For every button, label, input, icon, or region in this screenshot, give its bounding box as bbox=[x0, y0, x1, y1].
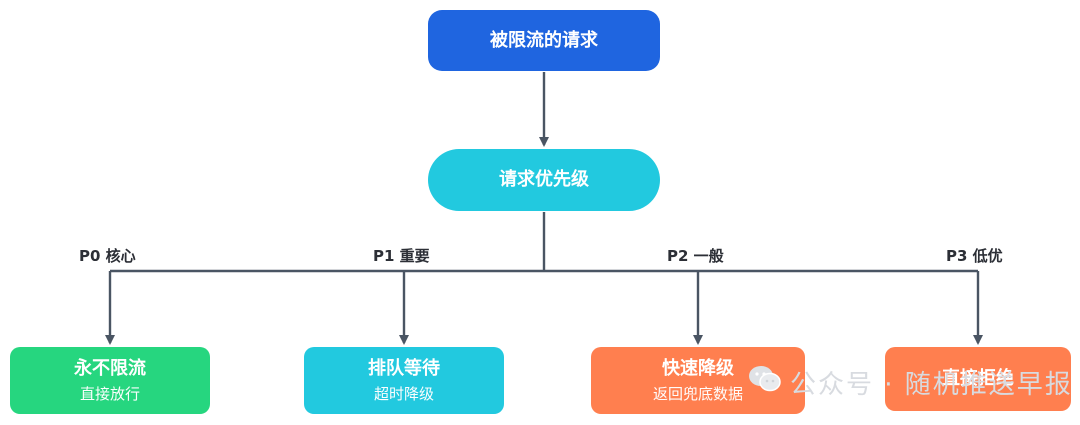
wechat-icon bbox=[748, 364, 782, 401]
priority-node: 请求优先级 bbox=[428, 149, 660, 211]
node-p0-subtitle: 直接放行 bbox=[79, 384, 140, 403]
node-p1-title: 排队等待 bbox=[368, 357, 440, 379]
node-p0-title: 永不限流 bbox=[74, 357, 146, 379]
node-p3-reject: 直接拒绝 bbox=[885, 347, 1071, 411]
priority-node-label: 请求优先级 bbox=[499, 169, 589, 190]
edge-label-p0: P0 核心 bbox=[79, 247, 136, 265]
root-node: 被限流的请求 bbox=[428, 10, 660, 71]
node-p2-subtitle: 返回兜底数据 bbox=[652, 384, 743, 403]
node-p0-no-limit: 永不限流 直接放行 bbox=[10, 347, 210, 414]
root-node-label: 被限流的请求 bbox=[490, 29, 598, 51]
node-p3-title: 直接拒绝 bbox=[942, 368, 1014, 389]
edge-label-p2: P2 一般 bbox=[667, 247, 724, 265]
watermark: 公众号 · 随机推送早报 bbox=[748, 364, 1073, 400]
node-p1-subtitle: 超时降级 bbox=[373, 384, 434, 403]
watermark-text: 公众号 · 随机推送早报 bbox=[790, 369, 1073, 400]
edge-label-p3: P3 低优 bbox=[946, 247, 1003, 265]
node-p1-queue: 排队等待 超时降级 bbox=[304, 347, 504, 414]
node-p2-title: 快速降级 bbox=[662, 357, 734, 379]
edge-label-p1: P1 重要 bbox=[373, 247, 430, 265]
node-p2-degrade: 快速降级 返回兜底数据 bbox=[591, 347, 805, 414]
